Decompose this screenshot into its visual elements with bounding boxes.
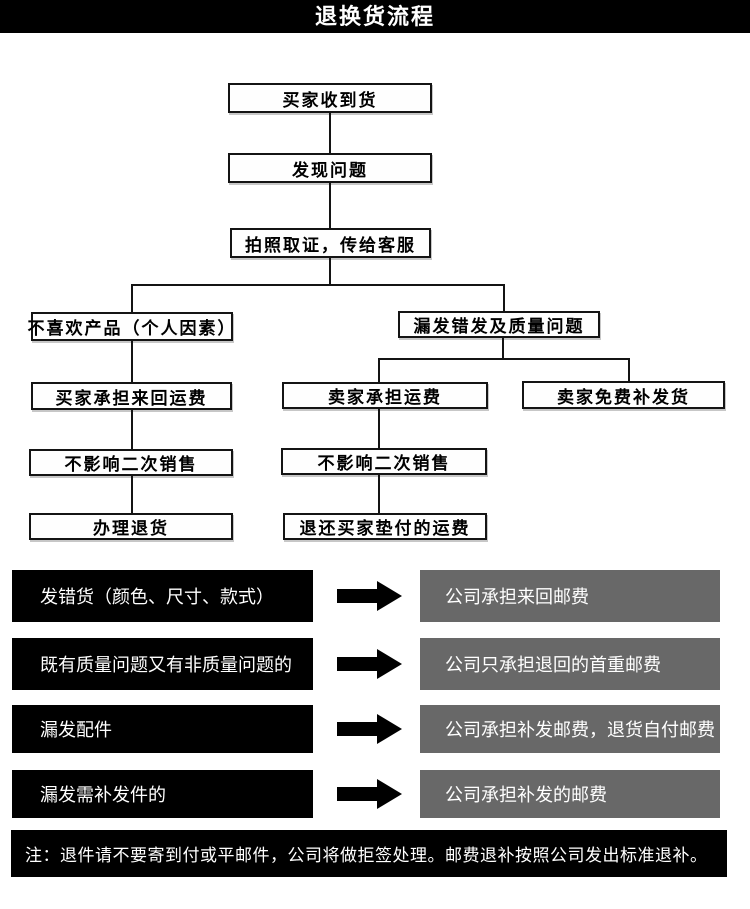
connector-line xyxy=(131,284,133,312)
rule-result: 公司承担来回邮费 xyxy=(420,570,720,622)
flow-node-process-return: 办理退货 xyxy=(29,513,233,540)
right-arrow-icon xyxy=(337,580,403,612)
connector-line xyxy=(131,476,133,513)
connector-line xyxy=(378,358,630,360)
connector-line xyxy=(628,358,630,381)
connector-line xyxy=(378,475,380,513)
flow-node-free-reship: 卖家免费补发货 xyxy=(522,381,725,409)
connector-line xyxy=(131,284,505,286)
flow-node-no-resale-impact-mid: 不影响二次销售 xyxy=(281,448,487,475)
connector-line xyxy=(502,338,504,358)
connector-line xyxy=(503,284,505,311)
flow-node-buyer-receives: 买家收到货 xyxy=(228,83,432,113)
connector-line xyxy=(329,183,331,228)
connector-line xyxy=(329,258,331,284)
flow-node-dislike-product: 不喜欢产品（个人因素） xyxy=(28,312,235,341)
flow-node-no-resale-impact-left: 不影响二次销售 xyxy=(29,449,233,476)
rule-condition: 漏发配件 xyxy=(12,705,313,753)
connector-line xyxy=(329,113,331,153)
rule-condition: 既有质量问题又有非质量问题的 xyxy=(12,638,313,690)
flow-node-quality-issue: 漏发错发及质量问题 xyxy=(398,311,600,338)
connector-line xyxy=(131,410,133,449)
flow-node-photo-evidence: 拍照取证，传给客服 xyxy=(230,228,431,258)
flow-node-buyer-pays-shipping: 买家承担来回运费 xyxy=(31,382,232,410)
right-arrow-icon xyxy=(337,648,403,680)
connector-line xyxy=(378,358,380,382)
rule-condition: 漏发需补发件的 xyxy=(12,770,313,818)
rule-result: 公司只承担退回的首重邮费 xyxy=(420,638,720,690)
flow-node-refund-postage: 退还买家垫付的运费 xyxy=(283,513,487,540)
right-arrow-icon xyxy=(337,778,403,810)
connector-line xyxy=(378,409,380,448)
rule-result: 公司承担补发的邮费 xyxy=(420,770,720,818)
page-title: 退换货流程 xyxy=(0,0,750,33)
rule-result: 公司承担补发邮费，退货自付邮费 xyxy=(420,705,720,753)
rule-condition: 发错货（颜色、尺寸、款式） xyxy=(12,570,313,622)
flow-node-find-problem: 发现问题 xyxy=(228,153,432,183)
flow-node-seller-pays-shipping: 卖家承担运费 xyxy=(282,382,488,409)
right-arrow-icon xyxy=(337,713,403,745)
connector-line xyxy=(131,341,133,382)
footer-note: 注：退件请不要寄到付或平邮件，公司将做拒签处理。邮费退补按照公司发出标准退补。 xyxy=(11,830,727,877)
